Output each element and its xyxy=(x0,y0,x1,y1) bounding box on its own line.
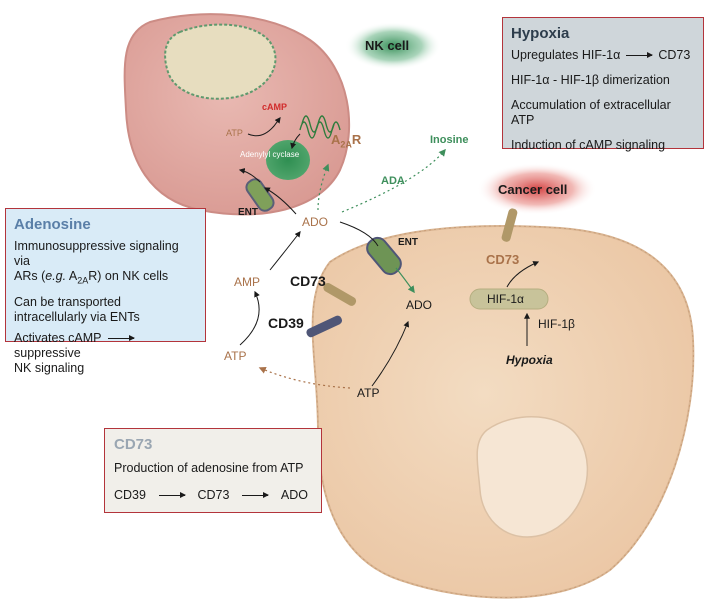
a2a-receptor-label: A2AR xyxy=(331,132,361,150)
arrow-amp-to-ado xyxy=(269,231,301,271)
cancer-hypoxia-label: Hypoxia xyxy=(506,353,553,367)
ada-label: ADA xyxy=(381,175,405,187)
hypoxia-box-line1: Upregulates HIF-1α CD73 xyxy=(511,48,695,63)
flow-step-cd39: CD39 xyxy=(114,488,146,502)
adenosine-line1-sub: 2A xyxy=(77,275,89,286)
adenosine-line1-d: R) on NK cells xyxy=(88,269,169,283)
extracellular-atp-label: ATP xyxy=(224,349,247,363)
flow-step-ado: ADO xyxy=(280,488,308,502)
adenosine-line1-a: Immunosuppressive signaling via xyxy=(14,239,179,268)
adenosine-box-line1: Immunosuppressive signaling via ARs (e.g… xyxy=(14,239,197,289)
cancer-atp-label: ATP xyxy=(357,386,380,400)
a2a-receptor-sub: 2A xyxy=(340,139,352,150)
hypoxia-box-title: Hypoxia xyxy=(511,25,570,42)
cancer-cell-glow xyxy=(477,163,597,215)
cd73-box-line1: Production of adenosine from ATP xyxy=(114,461,304,475)
hif1a-pill xyxy=(469,288,549,310)
adenylyl-cyclase-label: Adenylyl cyclase xyxy=(240,150,300,159)
arrow-camp-to-ac xyxy=(290,133,301,150)
adenylyl-cyclase-blob xyxy=(266,140,310,180)
adenosine-line1-eg: e.g. xyxy=(45,269,67,283)
cd73-protein-left-icon xyxy=(323,283,357,306)
cancer-cell-title: Cancer cell xyxy=(498,182,568,197)
a2a-receptor-icon xyxy=(299,115,341,139)
cd73-info-box: CD73 Production of adenosine from ATP CD… xyxy=(104,428,322,513)
arrow-atp-to-camp xyxy=(247,117,281,137)
extracellular-amp-label: AMP xyxy=(234,275,261,289)
adenosine-info-box: Adenosine Immunosuppressive signaling vi… xyxy=(5,208,206,375)
cancer-ado-label: ADO xyxy=(406,298,433,312)
nk-cell-glow xyxy=(345,22,441,70)
hypoxia-box-line4: Induction of cAMP signaling xyxy=(511,138,666,152)
arrow-nk-ent-inward xyxy=(238,168,261,183)
arrow-ado-to-inosine-dotted xyxy=(341,148,446,213)
hif1b-label: HIF-1β xyxy=(538,317,575,331)
hypoxia-info-box: Hypoxia Upregulates HIF-1α CD73 HIF-1α - … xyxy=(502,17,704,152)
a2a-receptor-tail: R xyxy=(351,132,362,147)
hypoxia-box-line2: HIF-1α - HIF-1β dimerization xyxy=(511,73,670,87)
adenosine-line1-b: ARs ( xyxy=(14,269,46,283)
nk-cell-nucleus xyxy=(164,23,277,100)
arrow-atp-to-ado-cancer xyxy=(371,320,410,387)
cd73-box-flow: CD39 CD73 ADO xyxy=(114,488,308,503)
hypoxia-line1-a: Upregulates HIF-1α xyxy=(511,48,621,62)
cancer-ent-label: ENT xyxy=(398,237,418,248)
extracellular-ado-label: ADO xyxy=(302,215,329,229)
arrow-icon xyxy=(158,492,186,498)
inosine-label: Inosine xyxy=(430,134,469,146)
arrow-ado-to-nk-ent xyxy=(263,187,297,215)
cd73-protein-right-icon xyxy=(501,208,518,242)
nk-camp-label: cAMP xyxy=(262,102,288,112)
arrow-ado-to-a2a-dotted xyxy=(317,163,330,211)
hif1a-label: HIF-1α xyxy=(487,292,524,306)
adenosine-line3-b: suppressive xyxy=(14,345,81,360)
adenosine-box-title: Adenosine xyxy=(14,216,91,233)
adenosine-line1-c: A xyxy=(66,269,78,283)
arrow-icon xyxy=(107,334,135,341)
cd39-membrane-label: CD39 xyxy=(268,315,304,331)
adenosine-box-line2: Can be transported intracellularly via E… xyxy=(14,294,140,324)
arrow-icon xyxy=(626,52,654,59)
arrow-atp-to-amp xyxy=(239,290,260,346)
cancer-cell-nucleus xyxy=(476,415,589,538)
nk-ent-label: ENT xyxy=(238,207,258,218)
arrow-hif-to-cd73 xyxy=(506,261,540,288)
cd73-box-title: CD73 xyxy=(114,436,153,453)
cancer-cell-body xyxy=(311,224,695,599)
cancer-ent-transporter-icon xyxy=(366,236,402,276)
cd73-membrane-label: CD73 xyxy=(290,273,326,289)
adenosine-box-line3: Activates cAMPsuppressive NK signaling xyxy=(14,331,197,376)
arrow-cancer-ent-inward xyxy=(395,267,415,294)
cd39-protein-icon xyxy=(306,315,343,338)
flow-step-cd73: CD73 xyxy=(197,488,230,502)
nk-cell-title: NK cell xyxy=(365,38,410,53)
hypoxia-line1-b: CD73 xyxy=(658,48,691,62)
cancer-cd73-label: CD73 xyxy=(486,252,520,267)
hypoxia-box-line3: Accumulation of extracellular ATP xyxy=(511,98,671,127)
adenosine-line3-a: Activates cAMP xyxy=(14,330,102,345)
nk-atp-label: ATP xyxy=(226,128,243,138)
adenosine-line3-c: NK signaling xyxy=(14,360,85,375)
arrow-icon xyxy=(242,492,270,498)
a2a-receptor-main: A xyxy=(331,132,341,147)
arrow-ado-to-cancer-ent xyxy=(339,221,379,247)
